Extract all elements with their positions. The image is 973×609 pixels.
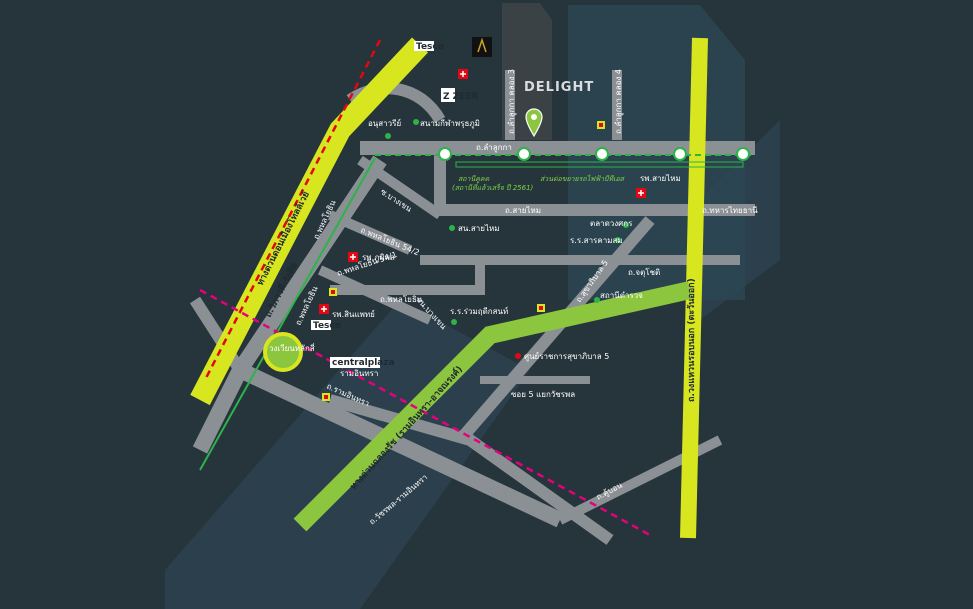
svg-text:Tesco: Tesco (313, 321, 341, 331)
label-kanchanaphisek: ถ.วงแหวนรอบนอก (ตะวันออก) (686, 278, 697, 402)
exp-donmueang-tollway (190, 37, 429, 406)
overlay-shape-band (700, 120, 780, 320)
bts-station-1 (438, 147, 452, 161)
label-saimai-hosp: รพ.สายไหม (640, 174, 681, 183)
tesco-badge-1 (414, 41, 434, 51)
bts-note-extension: ส่วนต่อขยายรถไฟฟ้าบีทีเอส (540, 174, 626, 183)
place-dot (623, 222, 629, 228)
place-dot (451, 319, 457, 325)
brand-logo: DELIGHT (524, 80, 594, 95)
map-pin-icon (525, 108, 543, 138)
road-vibhavadi-east (330, 255, 485, 295)
label-anusaowari: อนุสาวรีย์ (368, 118, 401, 128)
svg-text:centralplaza: centralplaza (332, 358, 395, 368)
bts-note-year: (สถานีที่แล้วเสร็จ ปี 2561) (452, 182, 534, 192)
bts-stations (438, 147, 750, 161)
svg-text:Z ZEER: Z ZEER (443, 92, 478, 102)
road-watcharaphol (328, 394, 614, 545)
place-dot (594, 297, 600, 303)
label-synphaet: รพ.สินแพทย์ (332, 309, 375, 319)
svg-text:Tesco: Tesco (416, 42, 444, 52)
rail-dashed-red (203, 39, 382, 381)
tesco-badge-2 (311, 320, 331, 330)
label-lamlukka-soi3: ถ.ลำลูกกา คลอง 3 (507, 69, 517, 134)
road-ramintra (236, 362, 564, 528)
label-saimai: ถ.สายไหม (505, 206, 541, 215)
svg-text:รามอินทรา: รามอินทรา (340, 369, 378, 378)
label-market: ตลาดวงศกร (590, 219, 633, 228)
label-sarakham: ร.ร.สารคามสม (570, 236, 623, 245)
label-police: สถานีตำรวจ (600, 291, 643, 300)
mrt-dashed-pink (199, 288, 651, 537)
bts-station-2 (517, 147, 531, 161)
place-dot (385, 133, 391, 139)
label-soi-yak: ซอย 5 แยกวัชรพล (511, 390, 575, 399)
roundabout-lak-si (263, 332, 303, 372)
label-roundabout: วงเวียนหลักสี่ (269, 342, 315, 353)
bts-note-station: สถานีคูคต (458, 175, 490, 183)
label-airforce: สนามกีฬาพรุธภูมิ (420, 119, 480, 129)
bts-extension-box (455, 161, 744, 168)
landmark-badge (472, 37, 492, 57)
exp-chalong-rat (293, 281, 692, 532)
exp-kanchanaphisek (680, 37, 708, 539)
central-plaza-badge (330, 357, 380, 368)
expressways (190, 37, 708, 539)
hospital-icons (319, 69, 646, 401)
zeer-badge (441, 88, 455, 102)
label-sukhapiban-mkt: ศูนย์ราชการสุขาภิบาล 5 (524, 351, 609, 362)
road-phahon-54-2 (327, 210, 413, 255)
place-dot-red (515, 353, 521, 359)
label-saimai-east: ถ.ทหารไทยธานี (702, 206, 758, 215)
landmark-logo-icon (477, 37, 487, 53)
bts-station-5 (736, 147, 750, 161)
label-chatuchot: ถ.จตุโชติ (628, 267, 660, 277)
brand-badges: Tesco Tesco Z ZEER centralplaza รามอินทร… (311, 37, 492, 378)
label-ramkhamhaeng-school: ร.ร.ร่วมฤดีกสนท์ (450, 306, 508, 316)
label-lamlukka-soi4: ถ.ลำลูกกา คลอง 4 (614, 69, 624, 134)
map-pin-dot (531, 114, 537, 120)
label-saimai-school: สน.สายไหม (458, 224, 500, 233)
label-vibhavadi-east: ถ.พหลโยธิน (380, 294, 423, 304)
road-phahon-54-1 (317, 265, 433, 325)
project-location-marker (525, 108, 543, 138)
bts-main-line (199, 157, 376, 471)
place-dot (615, 237, 621, 243)
label-bhumibol: รพ.ภูมิพล (362, 253, 395, 263)
place-dot (413, 119, 419, 125)
place-dots (385, 119, 629, 359)
bts-station-4 (673, 147, 687, 161)
bts-station-3 (595, 147, 609, 161)
label-lamlukka: ถ.ลำลูกกา (476, 143, 512, 153)
place-dot (449, 225, 455, 231)
